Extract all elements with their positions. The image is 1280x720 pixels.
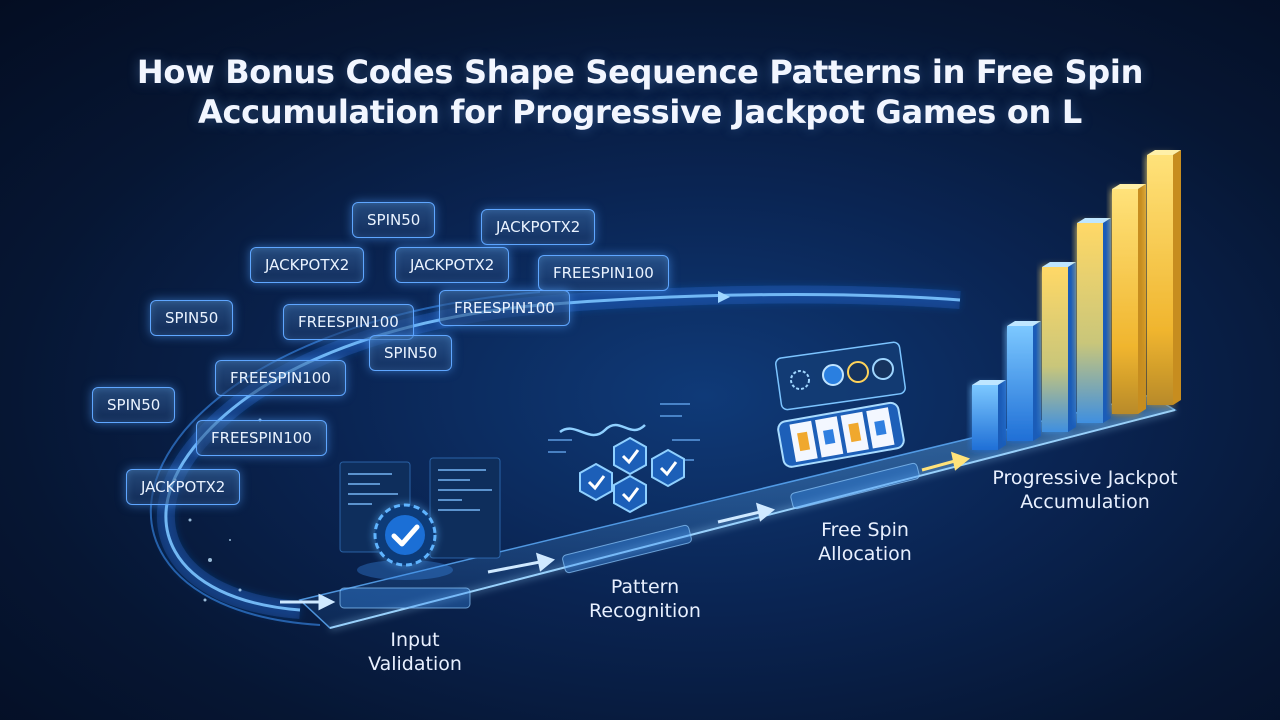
arrow-right-icon [718, 291, 730, 303]
jackpot-bar-top [1007, 321, 1041, 326]
code-chip: JACKPOTX2 [481, 209, 596, 245]
jackpot-bar [1007, 321, 1041, 441]
jackpot-bar-top [972, 380, 1006, 385]
jackpot-bar [972, 380, 1006, 450]
code-chip: SPIN50 [92, 387, 176, 423]
jackpot-bar [1077, 218, 1111, 423]
code-chip: SPIN50 [150, 300, 234, 336]
arrow-right-icon [717, 502, 776, 524]
lower-track-edge [329, 409, 1176, 629]
jackpot-bar-top [1147, 150, 1181, 155]
check-icon [579, 462, 613, 502]
stage-label-line: Progressive Jackpot [992, 467, 1178, 489]
pattern-recognition-module [548, 403, 700, 574]
jackpot-bar-side [1173, 150, 1181, 405]
title-line-1: How Bonus Codes Shape Sequence Patterns … [136, 53, 1144, 91]
code-chip: FREESPIN100 [439, 290, 570, 326]
jackpot-bar-side [998, 380, 1006, 450]
stage-label-line: Pattern [610, 576, 680, 598]
arrow-right-icon [280, 593, 336, 611]
free-spin-allocation-module [775, 341, 920, 510]
jackpot-bar-front [1042, 267, 1068, 432]
stage-label-line: Allocation [818, 543, 912, 565]
stage-label-pattern-recognition: Pattern Recognition [560, 575, 730, 623]
code-chip: JACKPOTX2 [250, 247, 365, 283]
code-chip: FREESPIN100 [215, 360, 346, 396]
code-chip: JACKPOTX2 [126, 469, 241, 505]
arrow-right-icon [487, 552, 556, 574]
check-icon [822, 364, 844, 386]
jackpot-bar-top [1042, 262, 1076, 267]
code-chip: JACKPOTX2 [395, 247, 510, 283]
stage-label-input-validation: Input Validation [330, 628, 500, 676]
star-icon [872, 358, 894, 380]
jackpot-bar [1042, 262, 1076, 432]
stage-label-line: Input [390, 629, 440, 651]
jackpot-bar-side [1138, 184, 1146, 414]
jackpot-bar-side [1103, 218, 1111, 423]
jackpot-bar-chart [972, 150, 1181, 450]
arrow-right-icon [921, 451, 971, 472]
stage-label-jackpot-accumulation: Progressive Jackpot Accumulation [970, 466, 1200, 514]
check-icon [613, 436, 647, 476]
title-line-2: Accumulation for Progressive Jackpot Gam… [198, 93, 1082, 131]
jackpot-bar-front [972, 385, 998, 450]
stage-label-line: Recognition [589, 600, 701, 622]
check-icon [651, 448, 685, 488]
stage-label-line: Free Spin [821, 519, 909, 541]
stage-label-line: Accumulation [1020, 491, 1150, 513]
slot-reel-icon [777, 401, 905, 468]
jackpot-bar [1147, 150, 1181, 405]
diagram-title: How Bonus Codes Shape Sequence Patterns … [0, 52, 1280, 132]
jackpot-bar-top [1077, 218, 1111, 223]
code-chip: FREESPIN100 [196, 420, 327, 456]
check-icon [613, 474, 647, 514]
jackpot-bar-front [1077, 223, 1103, 423]
jackpot-bar-front [1112, 189, 1138, 414]
code-chip: FREESPIN100 [538, 255, 669, 291]
stage-label-line: Validation [368, 653, 462, 675]
jackpot-bar-front [1007, 326, 1033, 441]
jackpot-bar-top [1112, 184, 1146, 189]
code-chip: SPIN50 [369, 335, 453, 371]
check-icon [391, 524, 420, 547]
jackpot-bar-side [1033, 321, 1041, 441]
stage-label-free-spin-allocation: Free Spin Allocation [780, 518, 950, 566]
jackpot-bar-front [1147, 155, 1173, 405]
code-chip: FREESPIN100 [283, 304, 414, 340]
jackpot-bar [1112, 184, 1146, 414]
star-icon [847, 361, 869, 383]
jackpot-bar-side [1068, 262, 1076, 432]
input-validation-module [339, 457, 501, 609]
flow-track [164, 293, 961, 612]
code-chip: SPIN50 [352, 202, 436, 238]
